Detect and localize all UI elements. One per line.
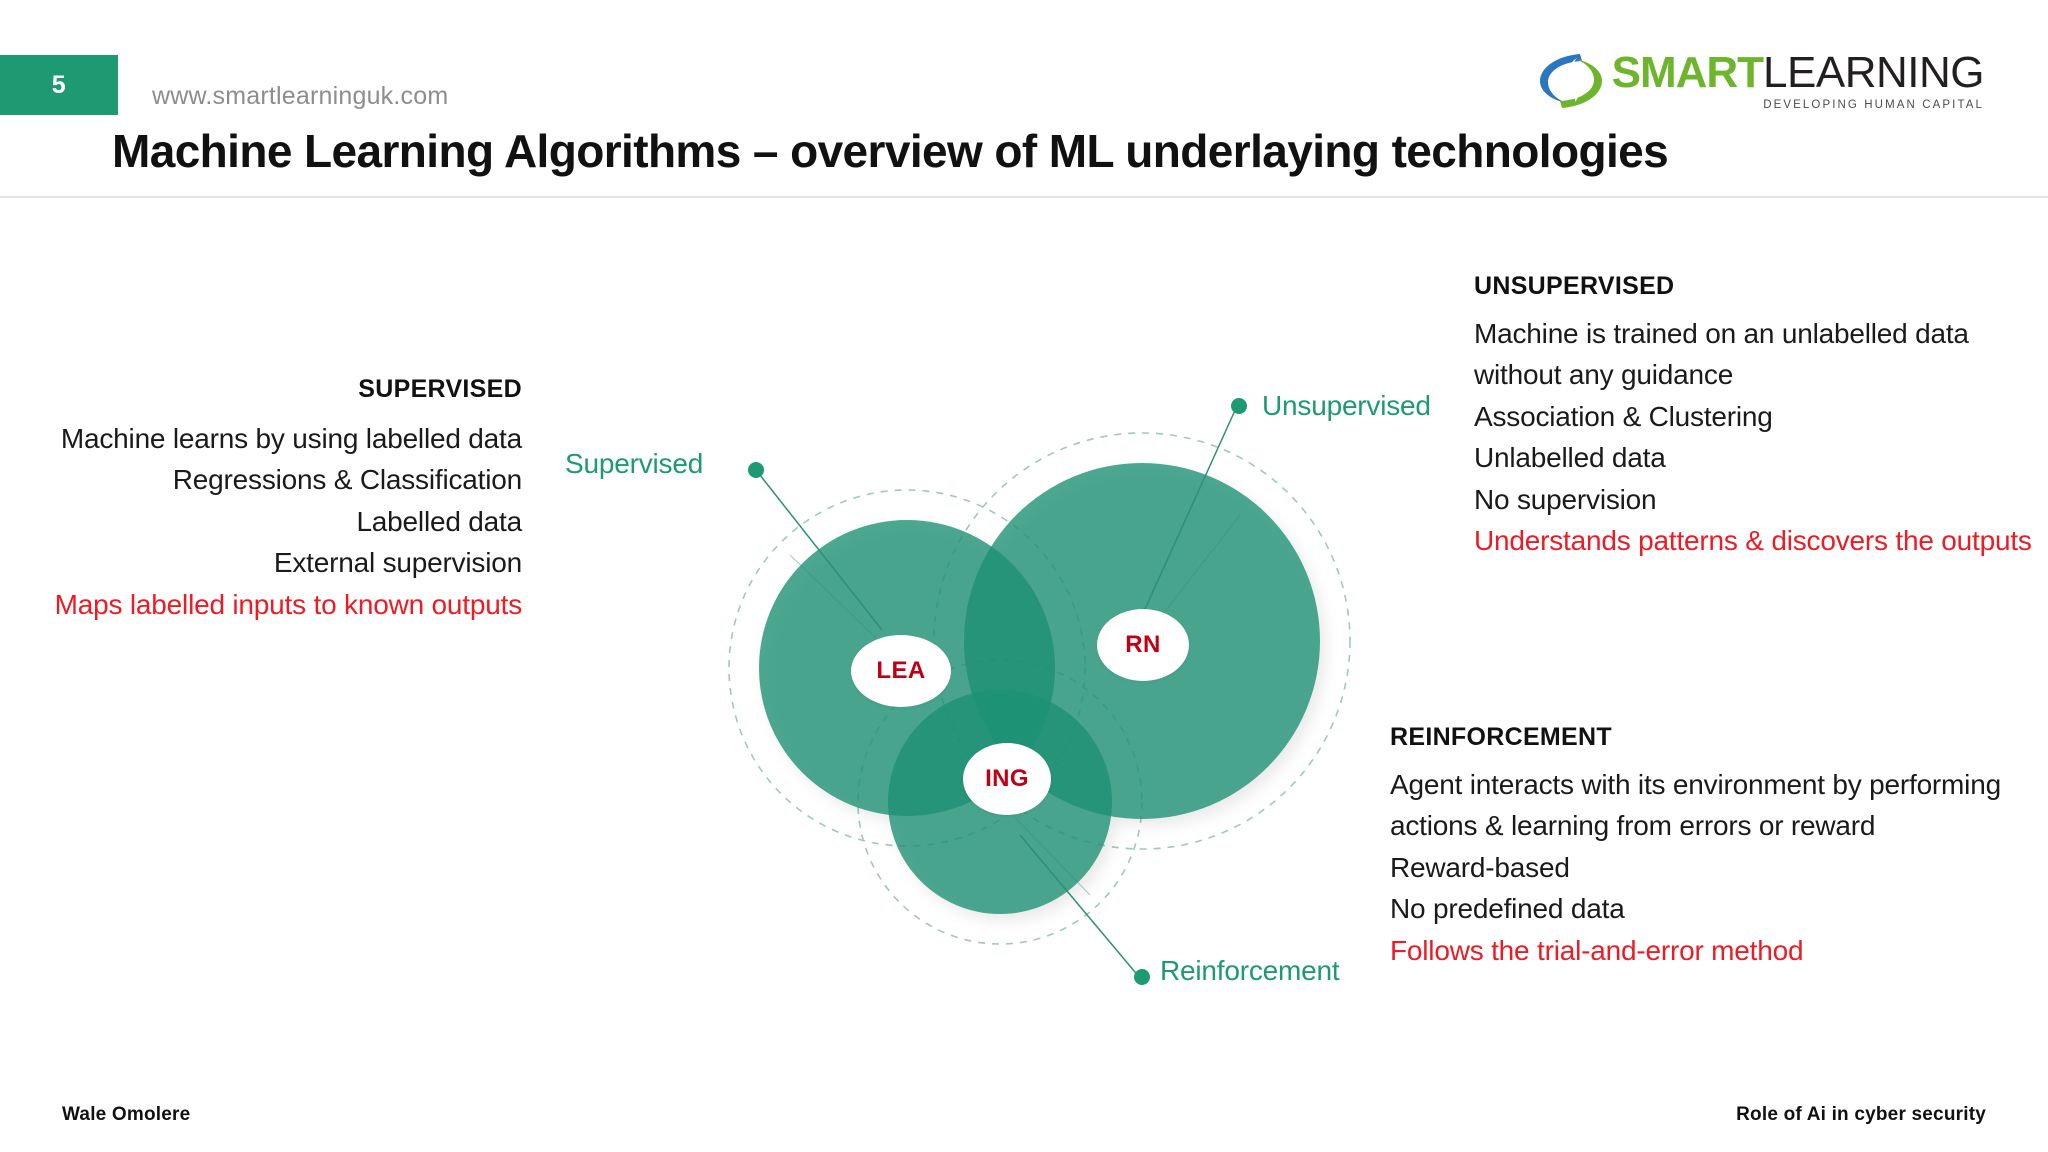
- reinforcement-heading: REINFORCEMENT: [1390, 723, 1612, 751]
- supervised-line: External supervision: [273, 547, 522, 579]
- unsupervised-heading: UNSUPERVISED: [1474, 272, 1675, 300]
- reinforcement-column: REINFORCEMENT Agent interacts with its e…: [1390, 723, 2048, 971]
- unsupervised-line: Machine is trained on an unlabelled data…: [1474, 318, 1969, 391]
- site-url-label: www.smartlearninguk.com: [152, 82, 449, 110]
- header-divider: [0, 196, 2048, 198]
- venn-diagram: [620, 330, 1420, 1030]
- venn-circles: [759, 463, 1320, 914]
- callout-dot-supervised: [748, 462, 764, 478]
- footer-deck-title: Role of Ai in cyber security: [1736, 1104, 1986, 1125]
- supervised-line: Machine learns by using labelled data: [60, 423, 522, 454]
- reinforcement-line: Agent interacts with its environment by …: [1390, 769, 2001, 842]
- reinforcement-line: No predefined data: [1390, 893, 1625, 925]
- logo-learning-text: LEARNING: [1763, 47, 1984, 97]
- venn-bubble-rn: RN: [1097, 609, 1189, 681]
- logo-swoosh-icon: [1536, 46, 1606, 116]
- venn-leader-lines: [755, 405, 1238, 979]
- callout-dot-reinforcement: [1134, 969, 1150, 985]
- logo-tagline: DEVELOPING HUMAN CAPITAL: [1763, 98, 1984, 111]
- callout-label-reinforcement: Reinforcement: [1160, 955, 1340, 986]
- footer-author: Wale Omolere: [62, 1104, 191, 1125]
- reinforcement-line: Reward-based: [1390, 851, 1570, 883]
- unsupervised-line-highlight: Understands patterns & discovers the out…: [1474, 525, 2032, 557]
- callout-label-supervised: Supervised: [565, 448, 704, 479]
- venn-bubble-ing: ING: [963, 743, 1051, 815]
- reinforcement-line-highlight: Follows the trial-and-error method: [1390, 934, 1804, 966]
- supervised-column: SUPERVISED Machine learns by using label…: [20, 375, 523, 625]
- venn-bubble-lea: LEA: [851, 635, 951, 707]
- unsupervised-line: No supervision: [1474, 483, 1657, 515]
- page-title: Machine Learning Algorithms – overview o…: [112, 125, 1669, 177]
- page-number-label: 5: [51, 70, 67, 99]
- unsupervised-column: UNSUPERVISED Machine is trained on an un…: [1474, 272, 2034, 562]
- supervised-line: Labelled data: [356, 505, 522, 537]
- unsupervised-line: Unlabelled data: [1474, 442, 1666, 474]
- logo-smart-text: SMART: [1611, 47, 1764, 97]
- supervised-line: Regressions & Classification: [172, 464, 522, 496]
- callout-dot-unsupervised: [1231, 398, 1247, 414]
- callout-label-unsupervised: Unsupervised: [1262, 390, 1431, 421]
- supervised-line-highlight: Maps labelled inputs to known outputs: [54, 588, 523, 620]
- unsupervised-line: Association & Clustering: [1474, 400, 1773, 432]
- page-number-badge: 5: [0, 55, 118, 115]
- supervised-heading: SUPERVISED: [358, 375, 522, 403]
